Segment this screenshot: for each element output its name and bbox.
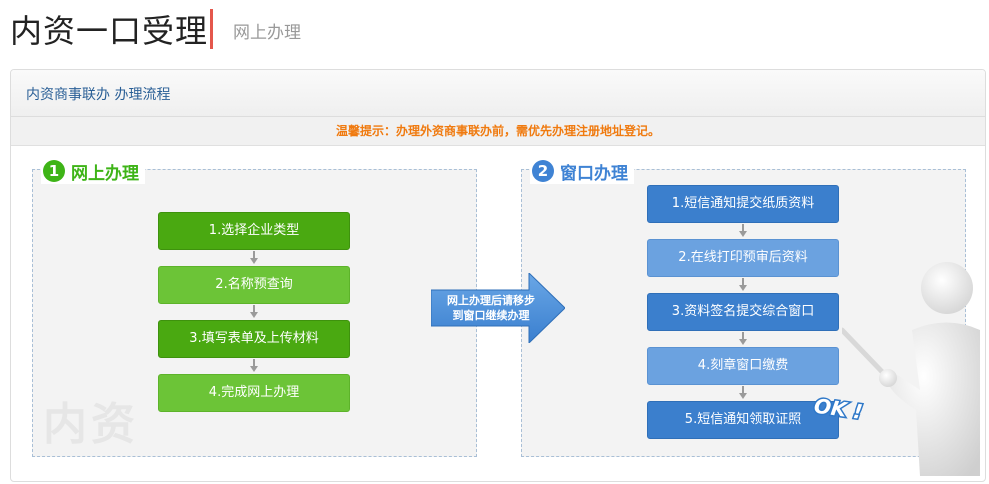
online-section-label: 网上办理 (71, 163, 139, 184)
window-number-badge: 2 (532, 160, 554, 182)
online-section-heading: 1 网上办理 (41, 158, 145, 184)
transfer-line-1: 网上办理后请移步 (447, 294, 535, 307)
window-step-5[interactable]: 5.短信通知领取证照 (647, 401, 839, 439)
transfer-arrow-text: 网上办理后请移步 到窗口继续办理 (436, 293, 546, 323)
window-section-heading: 2 窗口办理 (530, 158, 634, 184)
arrow-down-icon (739, 278, 747, 291)
page-title: 内资一口受理 (10, 12, 209, 50)
window-step-4[interactable]: 4.刻章窗口缴费 (647, 347, 839, 385)
title-divider (210, 9, 213, 49)
online-step-1[interactable]: 1.选择企业类型 (158, 212, 350, 250)
window-section-label: 窗口办理 (560, 163, 628, 184)
online-step-4[interactable]: 4.完成网上办理 (158, 374, 350, 412)
online-step-2[interactable]: 2.名称预查询 (158, 266, 350, 304)
process-panel: 内资商事联办 办理流程 温馨提示：办理外资商事联办前，需优先办理注册地址登记。 … (10, 69, 986, 482)
window-step-1[interactable]: 1.短信通知提交纸质资料 (647, 185, 839, 223)
arrow-down-icon (739, 386, 747, 399)
online-step-3[interactable]: 3.填写表单及上传材料 (158, 320, 350, 358)
window-section: 2 窗口办理 1.短信通知提交纸质资料 2.在线打印预审后资料 3.资料签名提交… (521, 158, 966, 457)
panel-header: 内资商事联办 办理流程 (11, 70, 985, 117)
window-step-3[interactable]: 3.资料签名提交综合窗口 (647, 293, 839, 331)
arrow-down-icon (250, 305, 258, 318)
notice-banner: 温馨提示：办理外资商事联办前，需优先办理注册地址登记。 (11, 117, 985, 146)
transfer-arrow-icon (431, 273, 565, 343)
panel-title: 内资商事联办 办理流程 (26, 87, 171, 103)
online-section: 1 网上办理 内资 1.选择企业类型 2.名称预查询 3.填写表单及上传材料 4… (32, 158, 477, 457)
arrow-down-icon (739, 224, 747, 237)
watermark-text: 内资 (43, 399, 139, 450)
arrow-down-icon (739, 332, 747, 345)
online-number-badge: 1 (43, 160, 65, 182)
transfer-line-2: 到窗口继续办理 (452, 309, 530, 322)
page-header: 内资一口受理 网上办理 (0, 0, 989, 58)
arrow-down-icon (250, 359, 258, 372)
window-step-2[interactable]: 2.在线打印预审后资料 (647, 239, 839, 277)
page-subtitle: 网上办理 (233, 23, 301, 43)
presenter-figure-icon (842, 262, 980, 476)
arrow-down-icon (250, 251, 258, 264)
ok-badge-icon: OK ! (811, 392, 865, 426)
